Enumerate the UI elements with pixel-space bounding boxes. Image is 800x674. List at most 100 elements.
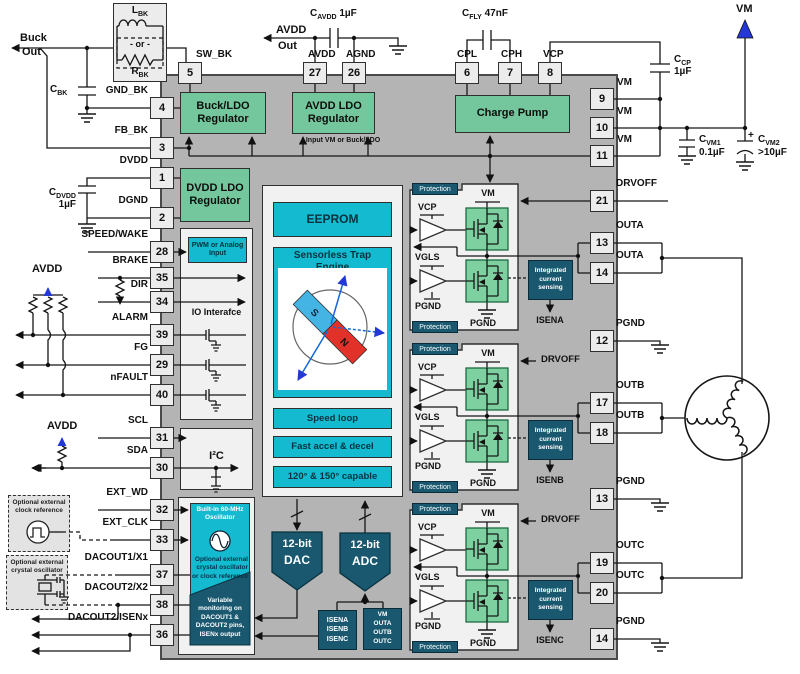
ground-icon <box>650 502 670 512</box>
dvdd-ldo-regulator: DVDD LDO Regulator <box>180 168 250 222</box>
cvm1-label: CVM1 <box>699 134 721 147</box>
pin-33-label: EXT_CLK <box>102 517 148 528</box>
ground-icon <box>388 45 408 55</box>
bridge-b-pgnd1: PGND <box>415 461 442 471</box>
or-label: - or - <box>130 39 150 49</box>
pin-36: 36 <box>150 624 174 646</box>
protection-b-bottom: Protection <box>412 481 458 493</box>
pin-10-label: VM <box>617 106 632 117</box>
dac-label1: 12-bit <box>282 538 312 550</box>
pin-26-label: AGND <box>346 49 376 60</box>
pin-18: 18 <box>590 422 614 444</box>
pin-14-pgnd-label: PGND <box>616 616 645 627</box>
pin-32: 32 <box>150 499 174 521</box>
bridge-c-pgnd1: PGND <box>415 621 442 631</box>
bridge-c-pgnd2: PGND <box>470 638 497 648</box>
optional-clock-label: Optional external clock reference <box>12 499 66 515</box>
pin-27-label: AVDD <box>308 49 336 60</box>
pin-30-label: SDA <box>126 445 148 456</box>
bridge-c-vcp: VCP <box>418 522 437 532</box>
pin-28: 28 <box>150 241 174 263</box>
pin-39-label: ALARM <box>111 312 148 323</box>
pin-40-label: nFAULT <box>110 372 148 383</box>
vm-rail-label: VM <box>736 3 753 15</box>
cfly-label: CFLY 47nF <box>462 8 508 21</box>
capable-block: 120° & 150° capable <box>273 466 392 488</box>
isenb-label: ISENB <box>536 475 564 485</box>
cvm2-label: CVM2 <box>758 134 780 147</box>
pin-1: 1 <box>150 167 174 189</box>
pin-26: 26 <box>342 62 366 84</box>
isenc-label: ISENC <box>536 635 564 645</box>
charge-pump-label: Charge Pump <box>476 107 549 120</box>
bridge-a-pgnd2: PGND <box>470 318 497 328</box>
pin-14-outa: 14 <box>590 262 614 284</box>
avdd-out-label2: Out <box>278 40 297 52</box>
isena-label: ISENA <box>536 315 564 325</box>
buck-out-label1: Buck <box>20 32 47 44</box>
protection-c-top: Protection <box>412 503 458 515</box>
bridge-c-vgls: VGLS <box>415 572 440 582</box>
ground-icon <box>677 155 697 165</box>
pin-8: 8 <box>538 62 562 84</box>
cvm2-value: >10µF <box>758 147 787 158</box>
bridge-a-pgnd1: PGND <box>415 301 442 311</box>
pin-2: 2 <box>150 207 174 229</box>
pin-31-label: SCL <box>128 415 148 426</box>
bridge-c-drvoff: DRVOFF <box>541 514 580 525</box>
ics-box-a: Integrated current sensing <box>528 260 573 300</box>
pin-34: 34 <box>150 291 174 313</box>
dac-label2: DAC <box>284 553 310 567</box>
pin-17: 17 <box>590 392 614 414</box>
pin-21-label: DRVOFF <box>616 178 657 189</box>
pin-27: 27 <box>303 62 327 84</box>
pin-14-outa-label: OUTA <box>616 250 644 261</box>
pin-40: 40 <box>150 384 174 406</box>
pin-29: 29 <box>150 354 174 376</box>
bridge-b-vcp: VCP <box>418 362 437 372</box>
vm-mux-outc: OUTC <box>373 637 392 645</box>
eeprom: EEPROM <box>273 202 392 237</box>
cvm1-value: 0.1µF <box>699 147 725 158</box>
pin-14-pgnd: 14 <box>590 628 614 650</box>
avdd-pullup-label: AVDD <box>32 263 63 275</box>
pin-31: 31 <box>150 427 174 449</box>
isen-mux-a: ISENA <box>326 616 349 624</box>
pin-7: 7 <box>498 62 522 84</box>
protection-c-bottom: Protection <box>412 641 458 653</box>
pin-4-label: GND_BK <box>105 85 148 96</box>
pin-28-label: SPEED/WAKE <box>81 229 148 240</box>
bridge-b-drvoff: DRVOFF <box>541 354 580 365</box>
pin-13-outa-label: OUTA <box>616 220 644 231</box>
ics-a-label: Integrated current sensing <box>534 267 567 292</box>
pin-12-label: PGND <box>616 318 645 329</box>
pin-11-label: VM <box>617 134 632 145</box>
pullup-resistor-icon <box>58 296 68 314</box>
optional-crystal-label: Optional external crystal oscillator <box>10 559 64 575</box>
avdd-sda-label: AVDD <box>47 420 78 432</box>
ground-icon <box>650 344 670 354</box>
pin-30: 30 <box>150 457 174 479</box>
pwm-analog-input: PWM or Analog Input <box>188 237 247 263</box>
pin-35-label: BRAKE <box>112 255 148 266</box>
osc-monitoring-label: Variable monitoring on DACOUT1 & DACOUT2… <box>195 597 245 638</box>
ccp-label: CCP <box>674 54 691 67</box>
ground-icon <box>77 113 97 123</box>
motor-icon <box>684 375 770 461</box>
speed-loop-label: Speed loop <box>306 412 359 424</box>
pin-35: 35 <box>150 267 174 289</box>
protection-a-bottom: Protection <box>412 321 458 333</box>
vm-mux-vm: VM <box>377 611 388 619</box>
ground-icon <box>735 161 755 171</box>
ics-box-c: Integrated current sensing <box>528 580 573 620</box>
pin-13-outa: 13 <box>590 232 614 254</box>
ground-icon <box>650 642 670 652</box>
avdd-out-label1: AVDD <box>276 24 307 36</box>
pin-37-label: DACOUT1/X1 <box>84 552 148 563</box>
isen-mux-b: ISENB <box>326 626 349 634</box>
i2c-label: I²C <box>209 450 224 462</box>
pin-2-label: DGND <box>118 195 148 206</box>
cdvdd-value: 1µF <box>58 199 76 210</box>
pin-6-label: CPL <box>457 49 477 60</box>
